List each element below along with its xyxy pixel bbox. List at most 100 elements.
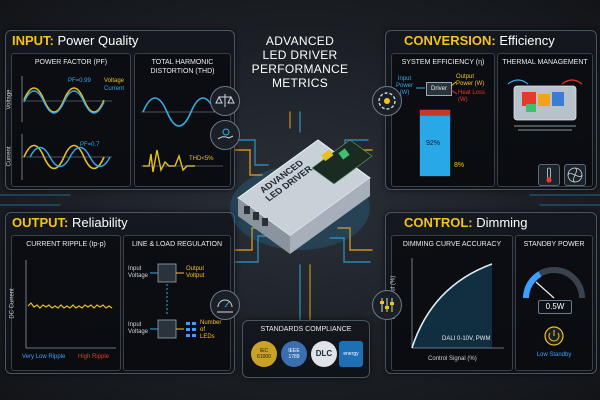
pf-subpanel: POWER FACTOR (PF) PF=0.99 Voltage Curren…: [7, 53, 131, 187]
hand-power-icon: [210, 120, 240, 150]
efficiency-title: SYSTEM EFFICIENCY (η): [401, 59, 485, 66]
label-line: Power: [396, 83, 414, 89]
panel-conversion: CONVERSION: Efficiency SYSTEM EFFICIENCY…: [385, 30, 597, 190]
pf-low-label: PF=0.7: [80, 142, 100, 148]
thermometer-icon: [538, 164, 560, 186]
badge-line: 61000: [257, 354, 271, 360]
dlc-badge: DLC: [311, 341, 337, 367]
panel-conversion-key: CONVERSION:: [404, 33, 496, 48]
label-line: Voltage: [128, 329, 149, 335]
thd-title: TOTAL HARMONIC DISTORTION (THD): [135, 58, 230, 76]
efficiency-high-pct: 92%: [426, 140, 441, 147]
label-line: Power (W): [456, 81, 485, 87]
label-line: Number: [200, 320, 222, 326]
badge-line: IEEE: [288, 348, 300, 354]
efficiency-subpanel: SYSTEM EFFICIENCY (η) Input Power (W) Dr…: [391, 53, 495, 187]
label-line: LEDs: [200, 334, 215, 340]
label-line: Output: [186, 266, 205, 272]
regulation-diagram: [150, 263, 196, 339]
pf-voltage-legend: Voltage: [104, 78, 125, 84]
fan-icon: [564, 164, 586, 186]
panel-output: OUTPUT: Reliability CURRENT RIPPLE (Ip-p…: [5, 212, 235, 374]
panel-control-value: Dimming: [476, 215, 528, 230]
label-line: (W): [458, 97, 468, 103]
standby-gauge: [523, 267, 585, 346]
badge-line: IEC: [259, 348, 269, 354]
panel-control-heading: CONTROL: Dimming: [404, 215, 528, 230]
efficiency-input-label: Input Power (W): [396, 76, 413, 97]
standby-value: 0.5W: [538, 300, 572, 314]
dimming-protocols: DALI 0-10V, PWM: [442, 336, 491, 342]
label-line: Input: [128, 322, 142, 328]
thermal-subpanel: THERMAL MANAGEMENT: [497, 53, 593, 187]
title-line: METRICS: [271, 76, 329, 90]
thermal-title: THERMAL MANAGEMENT: [502, 59, 588, 66]
ripple-high-label: High Ripple: [78, 354, 110, 360]
panel-conversion-heading: CONVERSION: Efficiency: [404, 33, 555, 48]
label-line: Output: [456, 74, 475, 80]
efficiency-heat-label: Heat Loss (W): [458, 90, 485, 104]
label-line: of: [200, 327, 206, 333]
thd-title-line: TOTAL HARMONIC: [151, 59, 214, 66]
thd-subpanel: TOTAL HARMONIC DISTORTION (THD) THD<5%: [134, 53, 231, 187]
dimming-title: DIMMING CURVE ACCURACY: [402, 241, 502, 248]
standby-label: Low Standby: [536, 352, 572, 358]
label-line: (W): [399, 90, 410, 96]
efficiency-arrows: [416, 81, 458, 177]
panel-output-heading: OUTPUT: Reliability: [12, 215, 128, 230]
balance-scale-icon: [210, 86, 240, 116]
energy-star-badge: energy: [339, 341, 363, 367]
ripple-low-label: Very Low Ripple: [22, 354, 66, 360]
regulation-input-label: Input Voltage: [128, 266, 148, 280]
thermal-heatsink-illustration: [507, 79, 583, 131]
gear-power-icon: [372, 86, 402, 116]
pf-high-label: PF=0.99: [68, 78, 91, 84]
title-line: PERFORMANCE: [251, 62, 349, 76]
badge-line: 1789: [288, 354, 300, 360]
page-title: ADVANCED LED DRIVER PERFORMANCE METRICS: [245, 34, 355, 90]
standards-panel: STANDARDS COMPLIANCE IEC 61000 IEEE 1789…: [242, 320, 370, 378]
label-line: Input: [128, 266, 142, 272]
pf-waveforms: [21, 76, 112, 180]
panel-conversion-value: Efficiency: [499, 33, 555, 48]
standby-title: STANDBY POWER: [523, 241, 585, 248]
panel-output-key: OUTPUT:: [12, 215, 69, 230]
panel-input: INPUT: Power Quality POWER FACTOR (PF) P…: [5, 30, 235, 190]
label-line: Voltput: [186, 273, 205, 279]
label-line: Heat Loss: [458, 90, 486, 96]
dimming-xlabel: Control Signal (%): [428, 356, 477, 362]
driver-block: Driver: [426, 82, 452, 96]
regulation-input2-label: Input Voltage: [128, 322, 148, 336]
ripple-title: CURRENT RIPPLE (Ip-p): [26, 241, 106, 248]
pf-current-legend: Current: [104, 86, 125, 92]
ieee-badge: IEEE 1789: [281, 341, 307, 367]
regulation-title: LINE & LOAD REGULATION: [131, 241, 223, 248]
sliders-icon: [372, 290, 402, 320]
standards-title: STANDARDS COMPLIANCE: [260, 326, 352, 333]
ripple-waveform: [25, 260, 116, 349]
thd-label: THD<5%: [189, 156, 214, 162]
thd-waveforms: [141, 97, 223, 173]
title-line: LED DRIVER: [262, 48, 338, 62]
panel-input-value: Power Quality: [57, 33, 139, 48]
title-line: ADVANCED: [265, 34, 335, 48]
regulation-output-label: Output Voltput: [186, 266, 204, 280]
efficiency-bar-fill: [420, 115, 450, 176]
standby-subpanel: STANDBY POWER 0.5W Low Standby: [515, 235, 593, 371]
efficiency-low-pct: 8%: [454, 162, 465, 169]
pf-title: POWER FACTOR (PF): [34, 59, 108, 66]
panel-control-key: CONTROL:: [404, 215, 473, 230]
efficiency-output-label: Output Power (W): [456, 74, 484, 88]
label-line: Voltage: [128, 273, 149, 279]
dimming-curve-chart: [411, 258, 504, 349]
regulation-leds-label: Number of LEDs: [200, 320, 221, 341]
panel-input-key: INPUT:: [12, 33, 54, 48]
panel-input-heading: INPUT: Power Quality: [12, 33, 138, 48]
label-line: Input: [397, 76, 412, 82]
panel-output-value: Reliability: [71, 215, 128, 230]
thd-title-line: DISTORTION (THD): [150, 68, 215, 75]
iec-badge: IEC 61000: [251, 341, 277, 367]
